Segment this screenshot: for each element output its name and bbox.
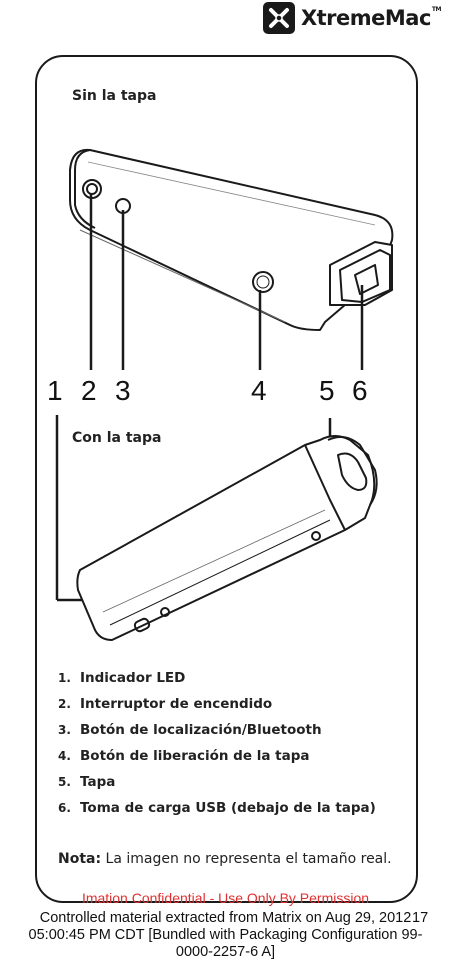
page-number: 17: [412, 910, 429, 926]
list-item: 2.Interruptor de encendido: [58, 696, 273, 712]
diagram-card: [35, 55, 418, 903]
device-with-cap: [76, 435, 378, 641]
list-item: 5.Tapa: [58, 774, 116, 790]
brand-name: XtremeMacTM: [300, 6, 442, 30]
callout-2: 2: [81, 375, 97, 406]
controlled-material-notice: Controlled material extracted from Matri…: [28, 910, 423, 960]
list-item: 4.Botón de liberación de la tapa: [58, 748, 310, 764]
parts-list: 1.Indicador LED 2.Interruptor de encendi…: [58, 670, 376, 826]
callout-3: 3: [115, 375, 131, 406]
confidential-notice: Imation Confidential - Use Only By Permi…: [81, 890, 370, 906]
callout-1: 1: [47, 375, 63, 406]
note: Nota: La imagen no representa el tamaño …: [58, 851, 392, 867]
list-item: 3.Botón de localización/Bluetooth: [58, 722, 322, 738]
callout-5: 5: [319, 375, 335, 406]
section-title-with-cap: Con la tapa: [72, 430, 162, 446]
list-item: 1.Indicador LED: [58, 670, 186, 686]
list-item: 6.Toma de carga USB (debajo de la tapa): [58, 800, 376, 816]
section-title-without-cap: Sin la tapa: [72, 88, 157, 104]
brand-logo: XtremeMacTM: [262, 2, 442, 34]
device-without-cap: [69, 148, 394, 331]
callout-6: 6: [352, 375, 368, 406]
x-logo-icon: [262, 2, 295, 34]
callout-4: 4: [251, 375, 267, 406]
